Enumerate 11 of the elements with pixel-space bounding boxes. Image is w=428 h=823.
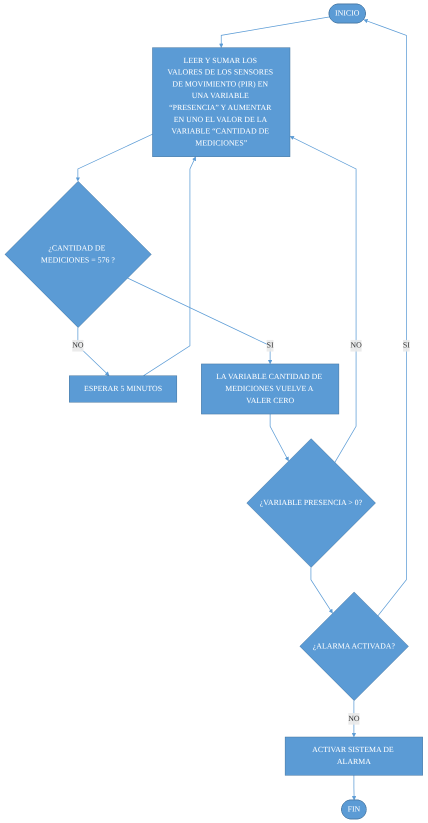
arrow <box>127 278 272 364</box>
arrow <box>290 136 357 463</box>
arrow <box>78 327 110 376</box>
arrow <box>352 774 356 800</box>
arrow <box>352 700 356 738</box>
arrow <box>310 567 333 614</box>
arrow <box>270 414 289 462</box>
arrow <box>143 156 196 376</box>
arrow <box>76 134 154 182</box>
arrow <box>364 19 407 616</box>
arrow <box>219 16 330 48</box>
